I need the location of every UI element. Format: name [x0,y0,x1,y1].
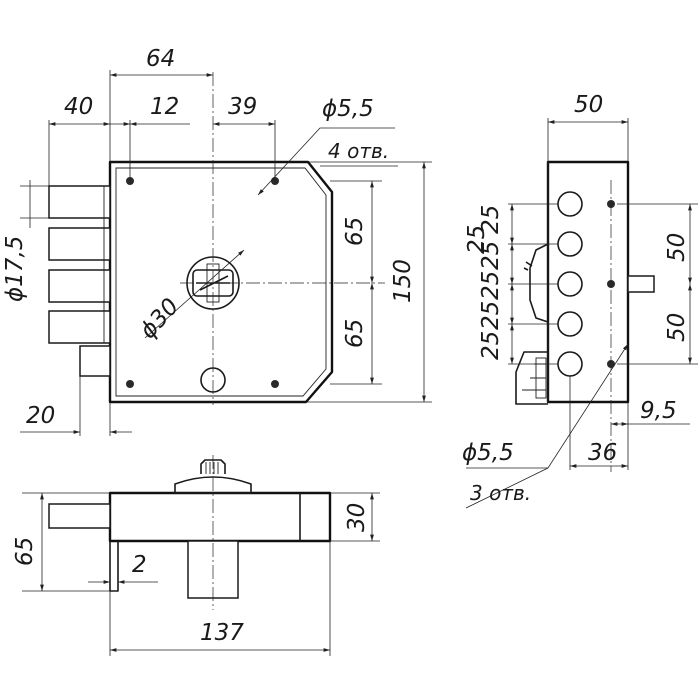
bolt [48,185,111,219]
side-dim-50-top: 50 [664,233,690,262]
side-dim-25: 25 [478,241,504,270]
front-lock-plate-inner [115,167,327,397]
dim-39: 39 [228,94,257,120]
side-cylinder [529,243,549,323]
side-mounting-hole [607,280,615,288]
top-dim-137: 137 [200,620,244,646]
front-holes-count: 4 отв. [328,139,389,163]
side-bolt-hole [557,191,583,217]
front-view: 64 40 12 39 ϕ5,5 4 отв. 65 65 150 ϕ17,5 [2,46,432,436]
side-dim-50-bottom: 50 [664,313,690,342]
side-spindle [627,275,655,293]
side-bolt-hole [557,351,583,377]
top-dim-2: 2 [132,552,147,578]
mounting-hole [271,380,279,388]
side-dim-36: 36 [588,440,617,466]
side-dim-25: 25 [478,301,504,330]
side-latch [515,351,548,405]
side-dim-9-5: 9,5 [640,398,677,424]
dim-65-top: 65 [342,217,368,246]
top-dim-65: 65 [12,537,38,566]
top-cylinder-rosette [174,476,252,494]
dim-64: 64 [146,46,175,72]
bolt [48,269,111,303]
side-bolt-hole [557,271,583,297]
side-dim-25: 25 [464,225,490,254]
dim-65-bottom: 65 [342,319,368,348]
bolts [48,185,111,344]
side-hole-dia: ϕ5,5 [462,440,514,466]
bolt [48,310,111,344]
top-dim-30: 30 [344,503,370,532]
side-dim-25: 25 [478,205,504,234]
bolt [48,227,111,261]
side-holes-count: 3 отв. [470,481,531,505]
dim-cyl-dia: ϕ30 [135,294,184,344]
top-bolt [48,503,111,529]
front-hole-dia: ϕ5,5 [322,96,374,122]
front-lock-body [108,160,334,404]
dim-bolt-dia: ϕ17,5 [2,236,28,302]
dim-40: 40 [64,94,93,120]
dim-20: 20 [26,403,55,429]
top-lock-body [108,491,332,543]
side-dim-25: 25 [478,331,504,360]
top-cover-plate [109,541,119,592]
side-dim-25: 25 [478,271,504,300]
mounting-hole [126,380,134,388]
side-view: 50 25 25 25 25 25 25 50 50 9,5 36 [462,92,698,509]
dim-150: 150 [390,259,416,303]
side-bolt-hole [557,231,583,257]
dim-12: 12 [150,94,179,120]
side-bolt-hole [557,311,583,337]
latch [79,345,111,377]
side-dim-50: 50 [574,92,603,118]
top-view: 65 30 2 137 [12,455,380,656]
side-bolt-holes [557,191,583,377]
